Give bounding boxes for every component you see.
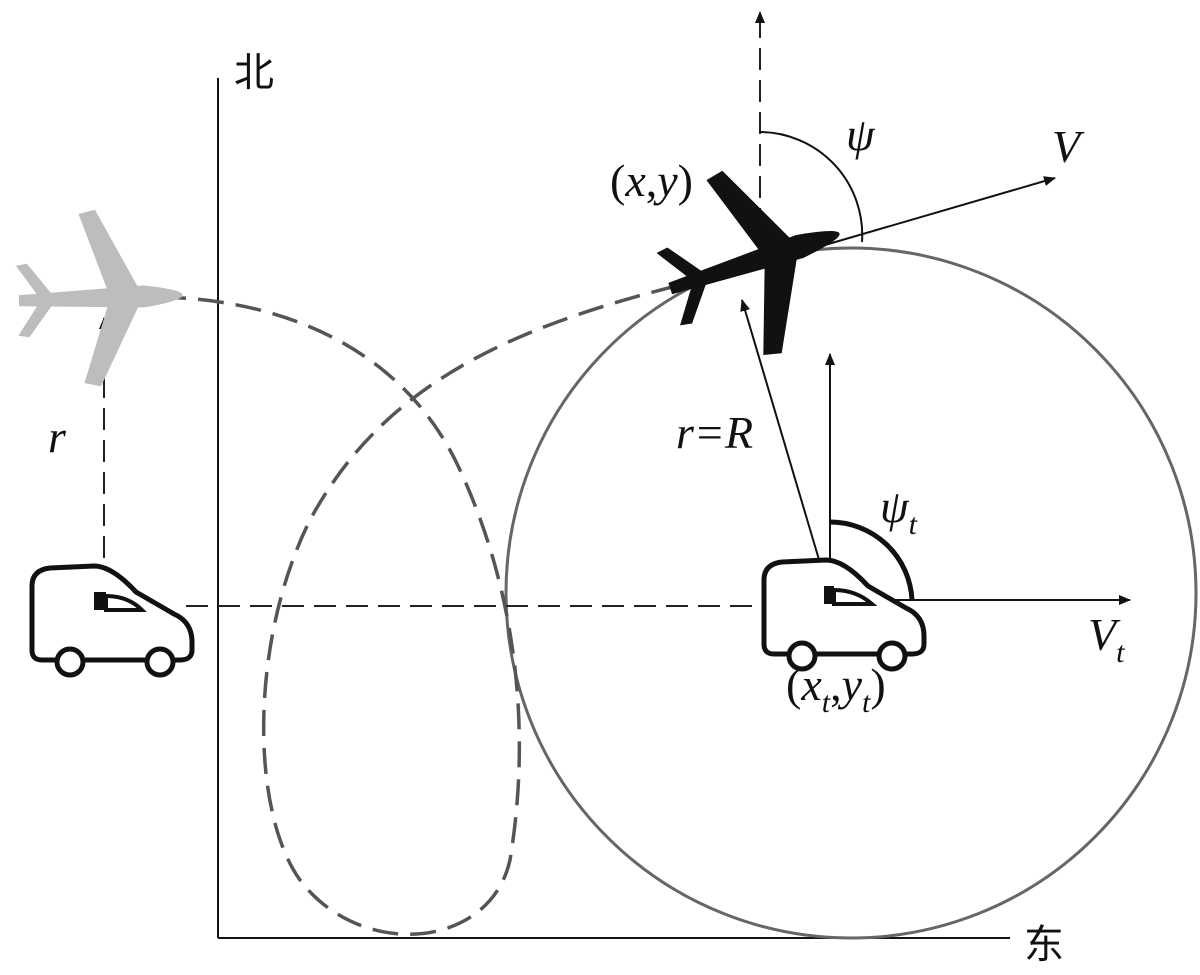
velocity-vector: [824, 176, 1056, 246]
target-position-label: (xt,yt): [786, 659, 886, 719]
heading-angle-label: ψ: [846, 109, 876, 160]
uav-position-label: (x,y): [610, 155, 693, 206]
north-axis-label: 北: [234, 50, 274, 96]
heading-angle-arc: [759, 131, 864, 243]
target-velocity-label: Vt: [1088, 609, 1125, 669]
uav-previous-icon: [14, 206, 186, 390]
relative-range-vector: [740, 299, 829, 591]
target-current-icon: [764, 560, 924, 669]
target-heading-arc: [829, 519, 915, 601]
target-previous-icon: [32, 566, 192, 675]
loiter-circle: [504, 246, 1198, 940]
relative-range-label: r=R: [676, 407, 753, 458]
east-axis-label: 东: [1024, 922, 1064, 968]
target-heading-label: ψt: [880, 481, 918, 541]
distance-label: r: [48, 411, 67, 462]
uav-trajectory-dashed: [159, 283, 681, 936]
velocity-label: V: [1052, 121, 1085, 172]
